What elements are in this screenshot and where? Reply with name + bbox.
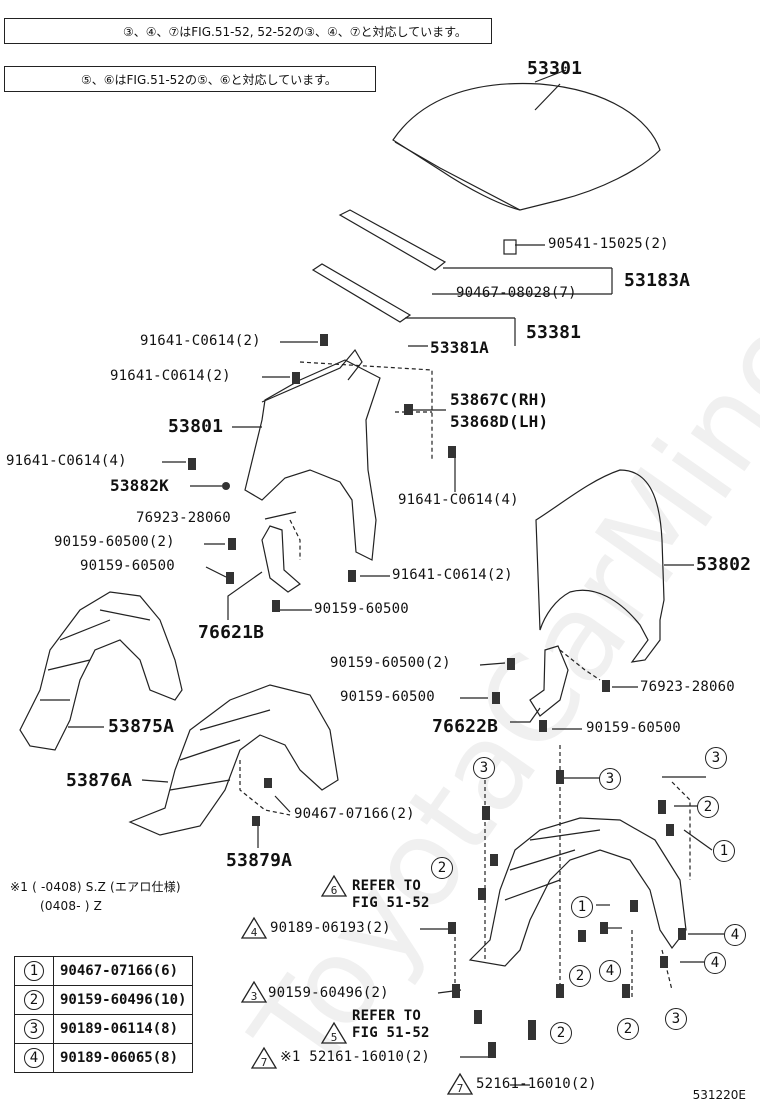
fender-53802 <box>535 469 665 663</box>
legend-part: 90159-60496(10) <box>52 985 194 1015</box>
callout-3[interactable]: 3 <box>473 757 495 779</box>
part-label-90541-15025[interactable]: 90541-15025(2) <box>548 236 669 252</box>
part-label-90159-60500-f[interactable]: 90159-60500 <box>586 720 681 736</box>
part-label-90159-60500-d[interactable]: 90159-60500(2) <box>330 655 451 671</box>
part-label-90159-60500-c[interactable]: 90159-60500 <box>314 601 409 617</box>
figure-id: 531220E <box>692 1088 746 1102</box>
legend-row[interactable]: 3 90189-06114(8) <box>14 1014 194 1044</box>
callout-3[interactable]: 3 <box>665 1008 687 1030</box>
callout-2[interactable]: 2 <box>431 857 453 879</box>
callout-4[interactable]: 4 <box>599 960 621 982</box>
liner-53875A <box>19 591 183 751</box>
note-text-1: ③、④、⑦はFIG.51-52, 52-52の③、④、⑦と対応しています。 <box>123 25 467 39</box>
legend-row[interactable]: 4 90189-06065(8) <box>14 1043 194 1073</box>
hood-seal-upper <box>338 209 447 271</box>
part-label-90159-60500-b[interactable]: 90159-60500 <box>80 558 175 574</box>
refer-to-fig-6[interactable]: REFER TO FIG 51-52 <box>352 878 430 911</box>
legend-num: 4 <box>24 1048 44 1068</box>
part-label-91641-c0614-d[interactable]: 91641-C0614(4) <box>398 492 519 508</box>
part-label-91641-c0614-b[interactable]: 91641-C0614(2) <box>110 368 231 384</box>
hood-53301 <box>392 82 661 211</box>
part-label-53183A[interactable]: 53183A <box>624 270 691 291</box>
hood-seal-lower <box>311 263 412 323</box>
part-label-52161-16010-b[interactable]: 52161-16010(2) <box>476 1076 597 1092</box>
legend-part: 90189-06065(8) <box>52 1043 194 1073</box>
part-label-52161-16010-a[interactable]: ※1 52161-16010(2) <box>280 1049 430 1065</box>
callout-4[interactable]: 4 <box>704 952 726 974</box>
part-label-53801[interactable]: 53801 <box>168 416 224 437</box>
callout-4[interactable]: 4 <box>724 924 746 946</box>
part-label-90189-06193[interactable]: 90189-06193(2) <box>270 920 391 936</box>
part-label-90159-60500-e[interactable]: 90159-60500 <box>340 689 435 705</box>
part-label-91641-c0614-c[interactable]: 91641-C0614(4) <box>6 453 127 469</box>
svg-text:7: 7 <box>261 1056 268 1069</box>
legend-part: 90467-07166(6) <box>52 956 194 986</box>
legend-row[interactable]: 2 90159-60496(10) <box>14 985 194 1015</box>
part-label-90467-07166[interactable]: 90467-07166(2) <box>294 806 415 822</box>
part-label-53868D[interactable]: 53868D(LH) <box>450 412 549 431</box>
svg-text:3: 3 <box>251 990 258 1003</box>
part-label-53381A[interactable]: 53381A <box>430 338 489 357</box>
part-label-53802[interactable]: 53802 <box>696 554 752 575</box>
note-box-1: ③、④、⑦はFIG.51-52, 52-52の③、④、⑦と対応しています。 <box>4 18 492 44</box>
part-label-76923-28060-b[interactable]: 76923-28060 <box>640 679 735 695</box>
callout-2[interactable]: 2 <box>550 1022 572 1044</box>
liner-right-assembly <box>468 817 687 967</box>
part-label-53876A[interactable]: 53876A <box>66 770 133 791</box>
part-label-90159-60500-a[interactable]: 90159-60500(2) <box>54 534 175 550</box>
legend-num: 1 <box>24 961 44 981</box>
svg-text:5: 5 <box>331 1031 338 1044</box>
part-label-53381[interactable]: 53381 <box>526 322 582 343</box>
part-label-76923-28060-a[interactable]: 76923-28060 <box>136 510 231 526</box>
part-label-53882K[interactable]: 53882K <box>110 476 169 495</box>
refer-to-fig-5[interactable]: REFER TO FIG 51-52 <box>352 1008 430 1041</box>
footnote-line-2: (0408- ) Z <box>40 899 103 913</box>
liner-53876A <box>128 684 339 836</box>
part-label-53867C[interactable]: 53867C(RH) <box>450 390 549 409</box>
legend-row[interactable]: 1 90467-07166(6) <box>14 956 194 986</box>
part-label-53879A[interactable]: 53879A <box>226 850 293 871</box>
callout-2[interactable]: 2 <box>617 1018 639 1040</box>
part-label-53875A[interactable]: 53875A <box>108 716 175 737</box>
part-label-76622B[interactable]: 76622B <box>432 716 499 737</box>
callout-1[interactable]: 1 <box>713 840 735 862</box>
legend-table: 1 90467-07166(6) 2 90159-60496(10) 3 901… <box>14 956 194 1073</box>
note-text-2: ⑤、⑥はFIG.51-52の⑤、⑥と対応しています。 <box>81 73 337 87</box>
part-label-76621B[interactable]: 76621B <box>198 622 265 643</box>
legend-num: 2 <box>24 990 44 1010</box>
mudguard-76622B <box>529 645 569 717</box>
part-label-91641-c0614-e[interactable]: 91641-C0614(2) <box>392 567 513 583</box>
footnote-line-1: ※1 ( -0408) S.Z (エアロ仕様) <box>10 880 181 894</box>
fender-53801 <box>244 359 381 561</box>
part-label-90159-60496[interactable]: 90159-60496(2) <box>268 985 389 1001</box>
bracket-76621B <box>261 525 301 593</box>
svg-text:6: 6 <box>331 884 338 897</box>
callout-1[interactable]: 1 <box>571 896 593 918</box>
legend-num: 3 <box>24 1019 44 1039</box>
callout-3[interactable]: 3 <box>705 747 727 769</box>
svg-text:4: 4 <box>251 926 258 939</box>
callout-2[interactable]: 2 <box>569 965 591 987</box>
note-box-2: ⑤、⑥はFIG.51-52の⑤、⑥と対応しています。 <box>4 66 376 92</box>
legend-part: 90189-06114(8) <box>52 1014 194 1044</box>
part-label-90467-08028[interactable]: 90467-08028(7) <box>456 285 577 301</box>
part-label-91641-c0614-a[interactable]: 91641-C0614(2) <box>140 333 261 349</box>
callout-3[interactable]: 3 <box>599 768 621 790</box>
callout-2[interactable]: 2 <box>697 796 719 818</box>
svg-text:7: 7 <box>457 1082 464 1095</box>
part-label-53301[interactable]: 53301 <box>527 58 583 79</box>
